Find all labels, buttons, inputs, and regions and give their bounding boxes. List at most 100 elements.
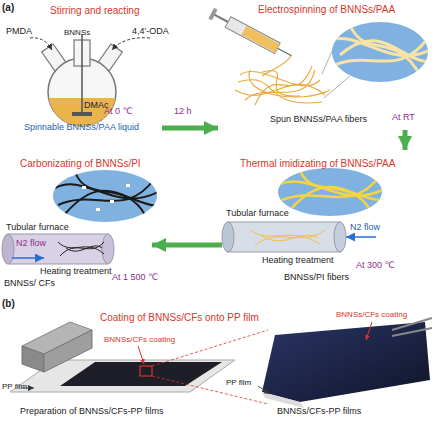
condition-label: At 1 500 ℃ <box>112 272 158 283</box>
electrospinning-illustration <box>255 66 312 105</box>
electrospinning-illustration <box>208 8 430 105</box>
electrospinning-illustration <box>324 76 350 98</box>
imidization-illustration <box>334 222 346 252</box>
film-photo <box>258 318 432 408</box>
flask-illustration <box>81 34 83 114</box>
carbonization-illustration <box>8 234 108 264</box>
imidization-illustration <box>278 170 382 210</box>
electrospinning-illustration <box>238 80 322 103</box>
stage-caption: Spinnable BNNSs/PAA liquid <box>24 122 139 133</box>
stage-caption: Preparation of BNNSs/CFs-PP films <box>20 406 163 417</box>
electrospinning-illustration <box>330 25 430 75</box>
film-photo <box>258 386 270 394</box>
electrospinning-illustration <box>335 35 430 65</box>
film-label: PP film <box>2 382 27 392</box>
process-stage: Coating of BNNSs/CFs onto PP filmPrepara… <box>2 310 252 420</box>
imidization-illustration <box>278 168 382 216</box>
equipment-label: Tubular furnace <box>6 222 69 233</box>
coater-illustration <box>140 366 152 376</box>
electrospinning-illustration <box>208 8 294 61</box>
stage-heading: BNNSs/CFs-PP films <box>277 406 361 417</box>
coating-label: BNNSs/CFs coating <box>104 335 175 345</box>
imidization-illustration <box>228 222 340 252</box>
carbonization-illustration <box>60 242 104 256</box>
equipment-label: Tubular furnace <box>226 208 289 219</box>
reagent-label: 4,4′-ODA <box>132 26 169 37</box>
coater-illustration <box>44 330 92 372</box>
flask-illustration <box>30 34 150 126</box>
carbonization-illustration <box>82 186 86 189</box>
coater-illustration <box>152 376 268 404</box>
electrospinning-illustration <box>262 71 300 96</box>
panel-letter: (a) <box>2 2 14 13</box>
electrospinning-illustration <box>242 26 280 53</box>
electrospinning-illustration <box>350 25 420 75</box>
carbonization-illustration <box>96 208 100 211</box>
carbonization-illustration <box>102 234 114 264</box>
coater-illustration <box>138 346 144 364</box>
imidization-illustration <box>346 236 376 238</box>
electrospinning-illustration <box>214 14 228 22</box>
carbonization-illustration <box>82 184 130 211</box>
carbonization-illustration <box>12 257 44 259</box>
electrospinning-illustration <box>249 70 330 97</box>
stage-caption: Spun BNNSs/PAA fibers <box>270 114 367 125</box>
imidization-illustration <box>290 187 382 210</box>
carbonization-illustration <box>55 172 158 215</box>
coating-label: BNNSs/CFs coating <box>336 310 407 320</box>
stage-heading: Stirring and reacting <box>50 5 140 16</box>
stage-heading: Coating of BNNSs/CFs onto PP film <box>100 312 259 323</box>
coater-illustration <box>22 346 44 372</box>
film-photo <box>392 328 432 336</box>
gas-flow-label: N2 flow <box>16 238 46 249</box>
film-photo <box>262 392 304 408</box>
stage-heading: Thermal imidizating of BNNSs/PAA <box>240 158 395 169</box>
film-photo <box>366 322 372 340</box>
stage-heading: Carbonizating of BNNSs/PI <box>20 158 141 169</box>
gas-flow-label: N2 flow <box>350 222 380 233</box>
stage-caption: BNNSs/PI fibers <box>284 272 349 283</box>
imidization-illustration <box>222 222 234 252</box>
coater-illustration <box>60 362 222 386</box>
electrospinning-illustration <box>208 8 217 20</box>
flask-illustration <box>72 112 92 116</box>
carbonization-illustration <box>75 172 145 215</box>
electrospinning-illustration <box>277 48 291 56</box>
flask-illustration <box>30 38 52 50</box>
flow-arrow <box>403 130 408 150</box>
flask-illustration <box>112 38 150 50</box>
panel-letter: (b) <box>2 298 15 309</box>
condition-label: 12 h <box>174 106 192 117</box>
carbonization-illustration <box>53 170 157 222</box>
condition-label: At 300 ℃ <box>356 260 395 271</box>
process-stage: BNNSs/CFs-PP films <box>255 318 432 420</box>
condition-label: At RT <box>392 112 415 123</box>
carbonization-illustration <box>110 200 114 203</box>
imidization-illustration <box>222 168 382 252</box>
process-label: Heating treatment <box>262 255 334 266</box>
flow-arrow <box>162 126 218 131</box>
reagent-label: PMDA <box>6 26 32 37</box>
imidization-illustration <box>300 170 370 210</box>
flow-arrow <box>152 243 222 248</box>
stage-caption: BNNSs/ CFs <box>4 278 55 289</box>
coater-illustration <box>10 322 268 404</box>
stage-heading: Electrospinning of BNNSs/PAA <box>258 4 395 15</box>
process-label: Heating treatment <box>40 266 112 277</box>
film-label: PP film <box>226 378 251 388</box>
process-stage: Electrospinning of BNNSs/PAA Spun BNNSs/P… <box>218 2 432 130</box>
carbonization-illustration <box>65 191 158 214</box>
electrospinning-illustration <box>225 17 280 54</box>
carbonization-illustration <box>2 234 14 264</box>
material-label: BNNSs <box>64 28 90 38</box>
process-stage: Stirring and reactingSpinnable BNNSs/PAA… <box>2 2 162 144</box>
imidization-illustration <box>255 230 325 246</box>
carbonization-illustration <box>2 170 158 264</box>
imidization-illustration <box>250 230 325 246</box>
electrospinning-illustration <box>235 56 330 105</box>
imidization-illustration <box>262 235 318 241</box>
condition-label: At 0 ℃ <box>104 106 133 117</box>
